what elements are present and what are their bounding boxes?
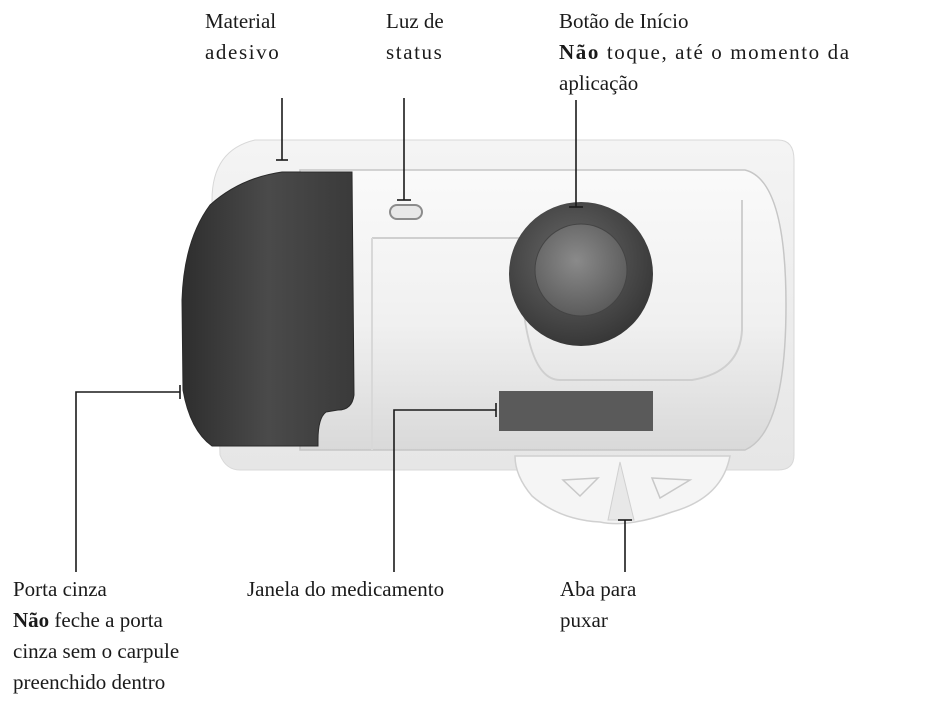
label-start-button-warning-line2: aplicação [559, 71, 639, 95]
label-gray-door-warning-rest: feche a porta [49, 608, 163, 632]
pull-tab-notch-left [561, 477, 600, 498]
gray-door [181, 171, 355, 447]
label-gray-door-warning-line2: cinza sem o carpule [13, 639, 180, 663]
label-medication-window: Janela do medicamento [247, 574, 444, 605]
label-gray-door-title: Porta cinza [13, 577, 107, 601]
label-status-light-line1: Luz de [386, 9, 444, 33]
medication-window [499, 391, 653, 431]
label-status-light-line2: status [386, 40, 444, 64]
label-pull-tab: Aba para puxar [560, 574, 636, 636]
leader-medication-window [393, 409, 496, 572]
label-pull-tab-line2: puxar [560, 608, 608, 632]
label-status-light: Luz de status [386, 6, 444, 68]
label-gray-door-warning-bold: Não [13, 608, 50, 632]
label-medication-window-text: Janela do medicamento [247, 577, 445, 601]
label-start-button: Botão de Início Não toque, até o momento… [559, 6, 851, 99]
start-button [534, 223, 628, 317]
label-adhesive-line2: adesivo [205, 40, 281, 64]
label-gray-door: Porta cinza Não feche a porta cinza sem … [13, 574, 179, 698]
label-start-button-warning: Não toque, até o momento da [559, 37, 851, 68]
status-light [389, 204, 423, 220]
label-start-button-warning-rest: toque, até o momento da [599, 40, 851, 64]
label-pull-tab-line1: Aba para [560, 577, 637, 601]
label-adhesive: Material adesivo [205, 6, 280, 68]
label-gray-door-warning: Não feche a porta [13, 605, 179, 636]
label-gray-door-warning-line3: preenchido dentro [13, 670, 166, 694]
label-adhesive-line1: Material [205, 9, 277, 33]
label-start-button-title: Botão de Início [559, 9, 689, 33]
pull-tab-notch-right [650, 477, 693, 500]
label-start-button-warning-bold: Não [559, 40, 600, 64]
leader-gray-door [75, 391, 180, 572]
